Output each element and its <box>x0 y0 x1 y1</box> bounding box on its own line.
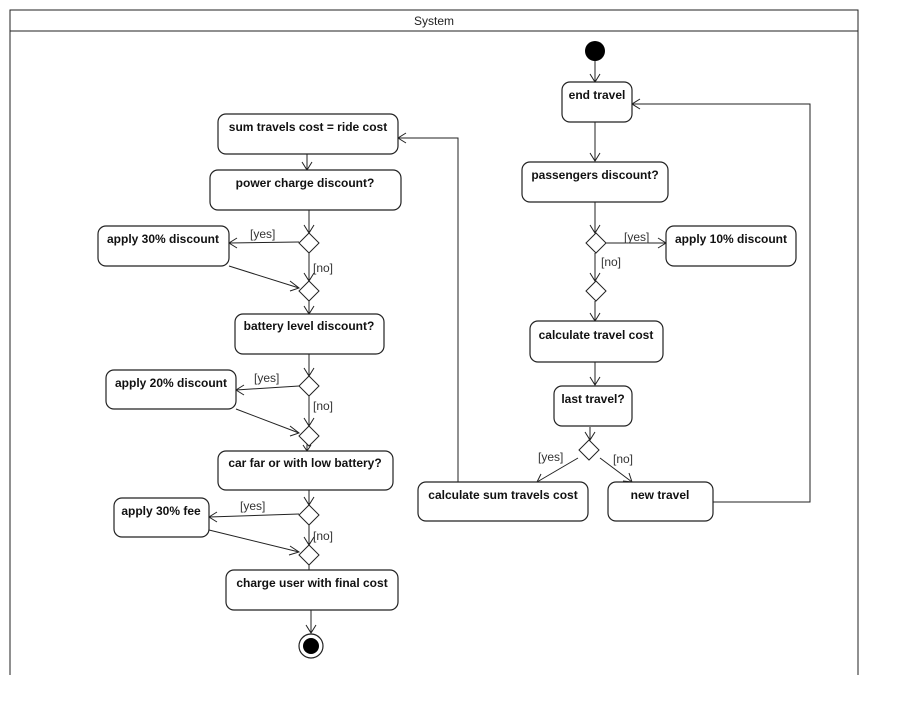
guard-no: [no] <box>313 261 333 275</box>
action-new-travel: new travel <box>607 481 714 522</box>
guard-yes: [yes] <box>254 371 279 385</box>
edge-apply20-merge2 <box>235 408 300 434</box>
edge-yes-apply20 <box>235 385 300 391</box>
edge-yes-calc-sum <box>536 457 579 483</box>
action-label: power charge discount? <box>236 176 375 190</box>
edge-apply30-merge1 <box>228 265 300 289</box>
edge-calc-sum-to-sum <box>398 137 459 482</box>
edge-yes-apply30fee <box>208 513 300 518</box>
arrowhead <box>289 425 301 437</box>
action-apply-20: apply 20% discount <box>105 369 237 410</box>
guard-no: [no] <box>601 255 621 269</box>
arrowhead <box>288 545 301 556</box>
action-car-far: car far or with low battery? <box>217 450 394 491</box>
action-last-travel: last travel? <box>553 385 633 427</box>
arrowhead <box>589 376 601 386</box>
merge-passengers <box>585 280 607 302</box>
guard-yes: [yes] <box>250 227 275 241</box>
arrowhead <box>305 624 317 634</box>
action-sum-equals-ride: sum travels cost = ride cost <box>217 113 399 155</box>
guard-no: [no] <box>313 529 333 543</box>
guard-labels: [yes] [no] [yes] [no] [yes] [no] [yes] [… <box>240 227 649 543</box>
guard-yes: [yes] <box>240 499 265 513</box>
arrowhead <box>589 224 601 234</box>
frame-title: System <box>414 14 454 28</box>
merge-battery <box>298 425 320 447</box>
action-label: last travel? <box>561 392 624 406</box>
initial-node <box>585 41 605 61</box>
action-label: calculate sum travels cost <box>428 488 577 502</box>
action-calculate-sum: calculate sum travels cost <box>417 481 589 522</box>
decision-battery <box>298 375 320 397</box>
action-label: apply 30% discount <box>107 232 219 246</box>
action-apply-10: apply 10% discount <box>665 225 797 267</box>
action-label: battery level discount? <box>244 319 375 333</box>
arrowhead <box>289 280 301 292</box>
merge-power <box>298 280 320 302</box>
action-power-charge: power charge discount? <box>209 169 402 211</box>
edge-apply30fee-merge3 <box>208 529 300 553</box>
action-label: new travel <box>631 488 690 502</box>
decision-nodes <box>298 232 607 566</box>
action-label: apply 10% discount <box>675 232 787 246</box>
action-label: passengers discount? <box>531 168 658 182</box>
arrowhead <box>589 152 601 162</box>
system-frame: System <box>9 9 859 675</box>
action-calculate-travel-cost: calculate travel cost <box>529 320 664 363</box>
action-apply-30-discount: apply 30% discount <box>97 225 230 267</box>
action-charge-user: charge user with final cost <box>225 569 399 611</box>
action-label: car far or with low battery? <box>228 456 381 470</box>
arrowhead <box>589 272 601 282</box>
edge-yes-apply30 <box>228 241 300 244</box>
action-label: end travel <box>569 88 626 102</box>
action-end-travel: end travel <box>561 81 633 123</box>
action-label: apply 20% discount <box>115 376 227 390</box>
action-apply-30-fee: apply 30% fee <box>113 497 210 538</box>
frame-border <box>9 9 859 675</box>
guard-yes: [yes] <box>538 450 563 464</box>
guard-yes: [yes] <box>624 230 649 244</box>
final-node <box>298 633 324 659</box>
decision-power <box>298 232 320 254</box>
arrowhead <box>584 431 596 441</box>
guard-no: [no] <box>313 399 333 413</box>
edge-new-travel-loop <box>632 103 811 503</box>
decision-car-far <box>298 504 320 526</box>
action-label: apply 30% fee <box>121 504 201 518</box>
merge-car-far <box>298 544 320 566</box>
guard-no: [no] <box>613 452 633 466</box>
decision-last-travel <box>578 439 600 461</box>
decision-passengers <box>585 232 607 254</box>
action-label: calculate travel cost <box>539 328 654 342</box>
action-battery-level: battery level discount? <box>234 313 385 355</box>
edge-no-new-travel <box>599 457 633 483</box>
action-label: charge user with final cost <box>236 576 387 590</box>
action-passengers-discount: passengers discount? <box>521 161 669 203</box>
action-label: sum travels cost = ride cost <box>229 120 387 134</box>
